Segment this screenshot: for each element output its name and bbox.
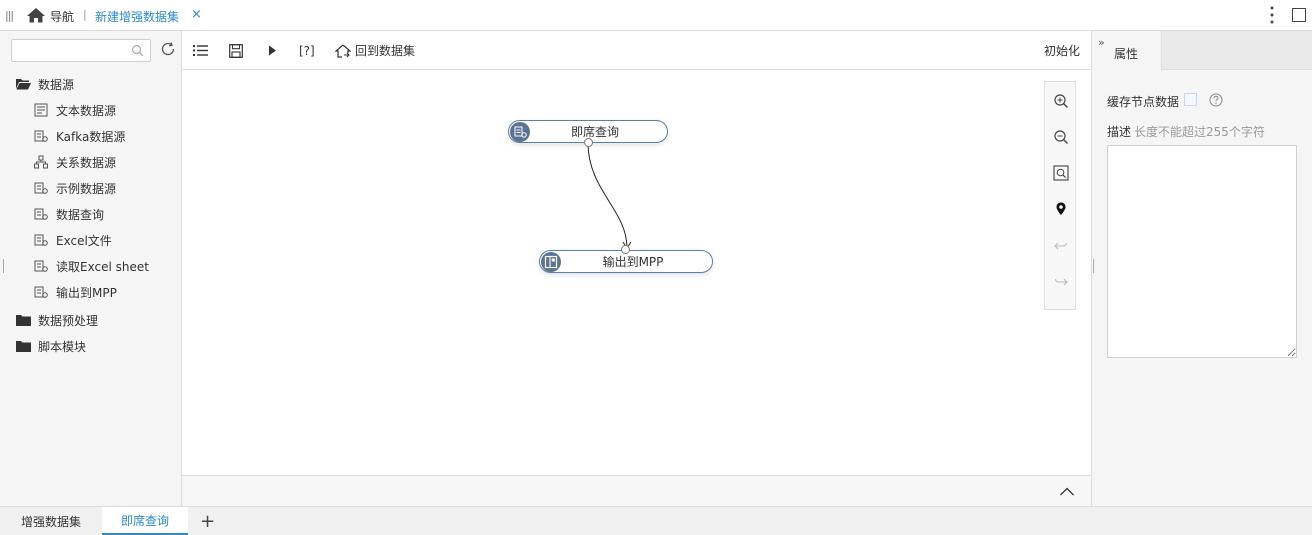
tree-item-excel-file[interactable]: Excel文件	[34, 227, 112, 253]
run-button[interactable]	[268, 42, 277, 59]
zoom-out-icon[interactable]	[1053, 129, 1069, 145]
datasource-icon	[34, 260, 48, 272]
input-port[interactable]	[621, 245, 630, 254]
datasource-icon	[34, 182, 48, 194]
tree-item-sample-datasource[interactable]: 示例数据源	[34, 175, 116, 201]
search-input[interactable]	[16, 40, 126, 60]
datasource-icon	[34, 130, 48, 142]
add-tab-icon[interactable]: +	[200, 511, 216, 532]
flow-canvas[interactable]: 即席查询 输出到MPP	[182, 70, 1091, 475]
connection-edge	[587, 142, 628, 249]
help-bracket-button[interactable]: [?]	[299, 42, 315, 59]
description-label: 描述	[1107, 125, 1132, 139]
play-icon	[269, 45, 276, 56]
node-output-mpp[interactable]: 输出到MPP	[539, 245, 713, 273]
tree-label: 脚本模块	[38, 339, 87, 354]
tab-adhoc-query[interactable]: 即席查询	[102, 507, 188, 535]
tree-item-text-datasource[interactable]: 文本数据源	[34, 97, 116, 123]
tree-label: 关系数据源	[56, 155, 117, 170]
home-return-icon	[335, 44, 351, 58]
breadcrumb-separator: |	[83, 8, 87, 21]
properties-tabbar: » 属性	[1092, 31, 1312, 71]
tree-label: 文本数据源	[56, 103, 117, 118]
top-bar: ||| 导航 | 新建增强数据集 ×	[0, 0, 1312, 31]
refresh-icon[interactable]	[160, 41, 176, 57]
folder-icon	[16, 341, 31, 352]
init-label: 初始化	[1044, 44, 1081, 58]
datasource-icon	[34, 286, 48, 298]
tab-label: 属性	[1114, 47, 1139, 61]
tree-label: 读取Excel sheet	[56, 259, 149, 274]
undo-icon[interactable]	[1053, 237, 1069, 253]
tree-label: 数据源	[38, 77, 75, 92]
list-button[interactable]	[193, 42, 208, 59]
tree-label: Excel文件	[56, 233, 112, 248]
help-icon[interactable]	[1209, 93, 1223, 107]
nav-label[interactable]: 导航	[50, 10, 75, 24]
tree-item-data-query[interactable]: 数据查询	[34, 201, 104, 227]
more-vertical-icon[interactable]	[1266, 4, 1278, 26]
output-port[interactable]	[584, 138, 593, 147]
close-icon[interactable]: ×	[191, 7, 202, 22]
description-hint: 长度不能超过255个字符	[1134, 125, 1265, 139]
node-label: 输出到MPP	[602, 255, 664, 269]
initialize-button[interactable]: 初始化	[1044, 42, 1080, 59]
cache-node-data-checkbox[interactable]	[1184, 93, 1197, 106]
menu-icon[interactable]: |||	[5, 9, 14, 22]
search-icon[interactable]	[131, 44, 144, 57]
save-icon	[229, 43, 243, 58]
folder-icon	[16, 315, 31, 326]
folder-open-icon	[16, 79, 31, 90]
query-node-icon	[510, 122, 530, 142]
back-to-dataset-button[interactable]: 回到数据集	[335, 42, 415, 59]
save-button[interactable]	[229, 42, 243, 59]
back-label: 回到数据集	[355, 44, 416, 58]
collapse-chevron-icon[interactable]: »	[1098, 36, 1105, 49]
datasource-icon	[34, 208, 48, 220]
editor-toolbar: [?] 回到数据集 初始化	[182, 31, 1091, 70]
tab-enhanced-dataset[interactable]: 增强数据集	[20, 515, 81, 529]
tree-item-relation-datasource[interactable]: 关系数据源	[34, 149, 116, 175]
list-icon	[193, 45, 208, 56]
tree-folder-preprocess[interactable]: 数据预处理	[16, 307, 98, 333]
chevron-up-icon[interactable]	[1059, 485, 1075, 497]
node-adhoc-query[interactable]: 即席查询	[508, 120, 668, 147]
search-box	[11, 39, 151, 62]
redo-icon[interactable]	[1053, 273, 1069, 289]
tree-item-kafka-datasource[interactable]: Kafka数据源	[34, 123, 125, 149]
component-panel: 数据源 文本数据源 Kafka数据源 关系数据源	[0, 31, 182, 506]
description-textarea[interactable]	[1107, 145, 1297, 358]
zoom-toolbar	[1044, 81, 1076, 310]
tree-folder-script[interactable]: 脚本模块	[16, 333, 86, 359]
properties-panel: » 属性 缓存节点数据 描述 长度不能超过255个字符	[1091, 31, 1312, 506]
tree-label: 示例数据源	[56, 181, 117, 196]
home-icon[interactable]	[26, 6, 46, 24]
tree-item-read-excel-sheet[interactable]: 读取Excel sheet	[34, 253, 149, 279]
zoom-in-icon[interactable]	[1053, 93, 1069, 109]
tree-item-output-mpp[interactable]: 输出到MPP	[34, 279, 117, 305]
relation-datasource-icon	[34, 155, 48, 169]
tab-properties[interactable]: » 属性	[1092, 31, 1162, 71]
bracket-label: [?]	[299, 43, 315, 58]
locate-pin-icon[interactable]	[1053, 201, 1069, 217]
tab-new-enhanced-dataset[interactable]: 新建增强数据集	[95, 10, 180, 24]
datasource-icon	[34, 234, 48, 246]
text-datasource-icon	[34, 103, 48, 117]
tree-label: 数据预处理	[38, 313, 99, 328]
fit-view-icon[interactable]	[1053, 165, 1069, 181]
bottom-tabbar: 增强数据集 即席查询 +	[0, 506, 1312, 535]
right-panel-resize-handle[interactable]	[1093, 259, 1095, 273]
tree-label: 数据查询	[56, 207, 105, 222]
cache-node-data-label: 缓存节点数据	[1107, 95, 1180, 109]
tree-folder-datasource[interactable]: 数据源	[16, 71, 74, 97]
tree-label: 输出到MPP	[56, 285, 117, 300]
output-node-icon	[541, 252, 561, 272]
tree-label: Kafka数据源	[56, 129, 126, 144]
node-label: 即席查询	[570, 125, 619, 139]
maximize-icon[interactable]	[1292, 8, 1306, 22]
left-panel-resize-handle[interactable]	[3, 259, 5, 273]
preview-drawer	[182, 475, 1091, 506]
